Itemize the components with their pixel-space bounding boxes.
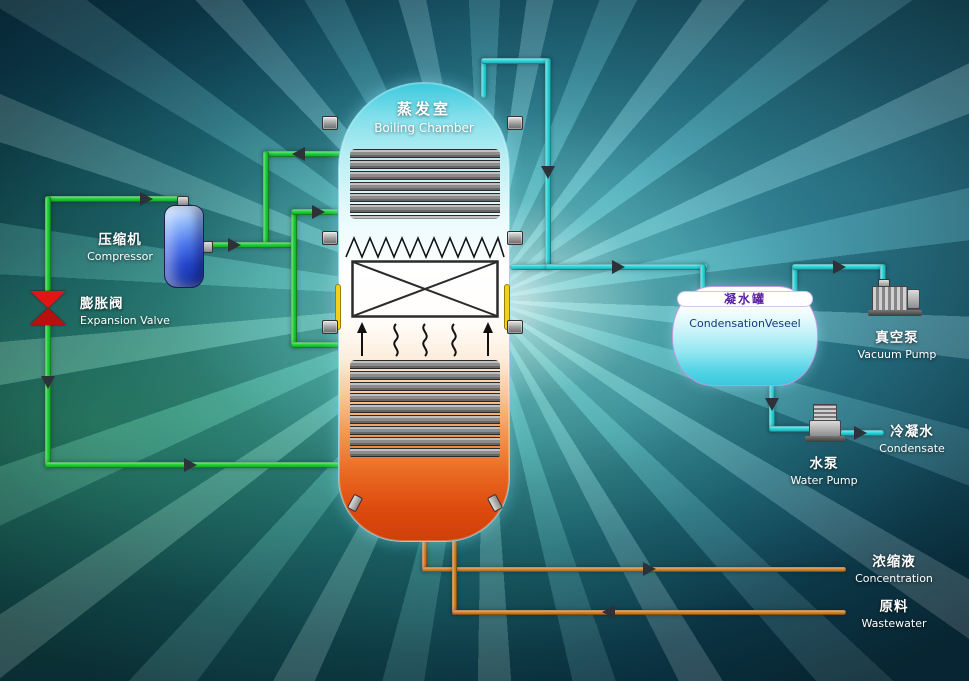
flow-arrow-icon: [184, 458, 197, 472]
pipe-segment: [792, 264, 798, 294]
expansion-valve-label-zh: 膨胀阀: [80, 296, 124, 312]
nozzle-icon: [322, 320, 338, 334]
tube-bundle-bottom: [350, 360, 500, 459]
pipe-segment: [45, 322, 51, 468]
concentration-label: 浓缩液 Concentration: [836, 554, 952, 586]
pipe-segment: [481, 58, 487, 98]
wastewater-label: 原料 Wastewater: [840, 599, 948, 631]
concentration-label-zh: 浓缩液: [872, 554, 916, 570]
flow-arrow-icon: [292, 147, 305, 161]
vacuum-pump-label-en: Vacuum Pump: [857, 347, 937, 361]
expansion-valve-label-en: Expansion Valve: [80, 313, 170, 327]
nozzle-icon: [507, 231, 523, 245]
flow-arrow-icon: [140, 192, 153, 206]
pipe-segment: [291, 209, 297, 348]
pipe-segment: [545, 264, 708, 270]
nozzle-icon: [322, 231, 338, 245]
pipe-segment: [510, 264, 551, 270]
boiling-chamber-label-zh: 蒸发室: [396, 100, 451, 118]
flow-arrow-icon: [312, 205, 325, 219]
boiling-chamber-label-en: Boiling Chamber: [374, 121, 474, 135]
condensation-vessel-label-en: CondensationVeseel: [689, 317, 801, 330]
flow-arrow-icon: [41, 376, 55, 389]
flow-arrow-icon: [612, 260, 625, 274]
valve-lower-triangle-icon: [30, 308, 66, 325]
expansion-valve-label: 膨胀阀 Expansion Valve: [80, 296, 210, 328]
pipe-segment: [700, 264, 706, 294]
flow-arrow-icon: [541, 166, 555, 179]
flow-arrow-icon: [602, 605, 615, 619]
compressor-label: 压缩机 Compressor: [68, 232, 172, 264]
compressor-icon: [164, 205, 204, 288]
water-pump-label-zh: 水泵: [809, 456, 839, 472]
rising-steam-icon: [357, 322, 493, 357]
vacuum-pump-cap-icon: [907, 289, 920, 309]
wastewater-label-zh: 原料: [879, 599, 909, 615]
condensate-label: 冷凝水 Condensate: [862, 424, 962, 456]
compressor-side-fitting-icon: [203, 241, 213, 253]
vacuum-pump-label-zh: 真空泵: [875, 330, 919, 346]
condensate-label-en: Condensate: [879, 441, 945, 455]
nozzle-icon: [322, 116, 338, 130]
pipe-segment: [452, 523, 457, 615]
pipe-segment: [422, 518, 427, 572]
pipe-segment: [545, 58, 551, 270]
nozzle-icon: [507, 320, 523, 334]
pipe-segment: [880, 264, 886, 288]
compressor-label-en: Compressor: [87, 249, 153, 263]
valve-upper-triangle-icon: [30, 291, 66, 308]
pipe-segment: [45, 196, 51, 295]
boiling-chamber-title: 蒸发室 Boiling Chamber: [338, 98, 510, 135]
vacuum-pump-base-icon: [868, 310, 922, 316]
nozzle-icon: [507, 116, 523, 130]
concentration-label-en: Concentration: [855, 571, 933, 585]
pipe-segment: [291, 342, 346, 348]
tube-bundle-top: [350, 149, 500, 219]
water-pump-fins-icon: [813, 404, 837, 421]
water-pump-label: 水泵 Water Pump: [776, 456, 872, 488]
flow-arrow-icon: [228, 238, 241, 252]
pipe-segment: [769, 426, 816, 432]
flow-arrow-icon: [833, 260, 846, 274]
pipe-segment: [481, 58, 551, 64]
pipe-segment: [452, 610, 846, 615]
vacuum-pump-fins-icon: [872, 286, 908, 311]
pipe-segment: [263, 151, 269, 248]
sight-glass-icon: [335, 284, 341, 330]
demister-pack-icon: [351, 260, 499, 318]
flow-arrow-icon: [643, 562, 656, 576]
water-pump-base-icon: [805, 436, 845, 442]
compressor-label-zh: 压缩机: [98, 232, 142, 248]
pipe-segment: [206, 242, 297, 248]
condensation-vessel-label-zh: 凝水罐: [723, 292, 766, 306]
water-pump-body-icon: [809, 420, 841, 437]
wastewater-label-en: Wastewater: [861, 616, 927, 630]
pipe-segment: [263, 151, 347, 157]
condensation-vessel-title-band: 凝水罐: [677, 291, 813, 307]
water-pump-label-en: Water Pump: [790, 473, 858, 487]
vacuum-pump-label: 真空泵 Vacuum Pump: [845, 330, 949, 362]
pipe-segment: [422, 567, 846, 572]
flow-arrow-icon: [854, 426, 867, 440]
pipe-segment: [45, 196, 189, 202]
condensate-label-zh: 冷凝水: [890, 424, 934, 440]
mist-eliminator-zigzag-icon: [345, 235, 505, 259]
flow-arrow-icon: [765, 398, 779, 411]
